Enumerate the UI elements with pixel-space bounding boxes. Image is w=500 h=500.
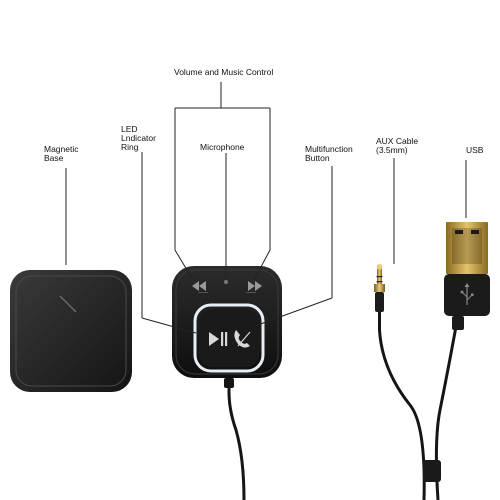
next-track-icon <box>248 281 262 291</box>
label-usb: USB <box>466 145 484 155</box>
label-magnetic-base: Magnetic Base <box>44 144 79 163</box>
microphone-hole <box>224 280 228 284</box>
bluetooth-receiver-body <box>172 266 282 378</box>
play-pause-icon <box>209 332 228 346</box>
label-microphone: Microphone <box>200 142 245 152</box>
previous-track-icon <box>192 281 206 291</box>
callout-lines <box>65 82 467 334</box>
aux-cable <box>374 264 426 500</box>
phone-icon <box>234 330 251 348</box>
label-led-ring: LED Lndicator Ring <box>121 124 156 152</box>
usb-symbol-icon <box>460 283 474 305</box>
label-aux-cable: AUX Cable (3.5mm) <box>376 136 419 155</box>
cable-joiner <box>423 460 441 482</box>
label-multifunction: Multifunction Button <box>305 144 353 163</box>
multifunction-button <box>199 309 259 367</box>
magnetic-base <box>10 270 132 392</box>
led-indicator-ring <box>193 303 265 373</box>
device-cable <box>227 378 246 500</box>
label-volume-control: Volume and Music Control <box>174 67 274 77</box>
usb-cable <box>434 222 490 500</box>
